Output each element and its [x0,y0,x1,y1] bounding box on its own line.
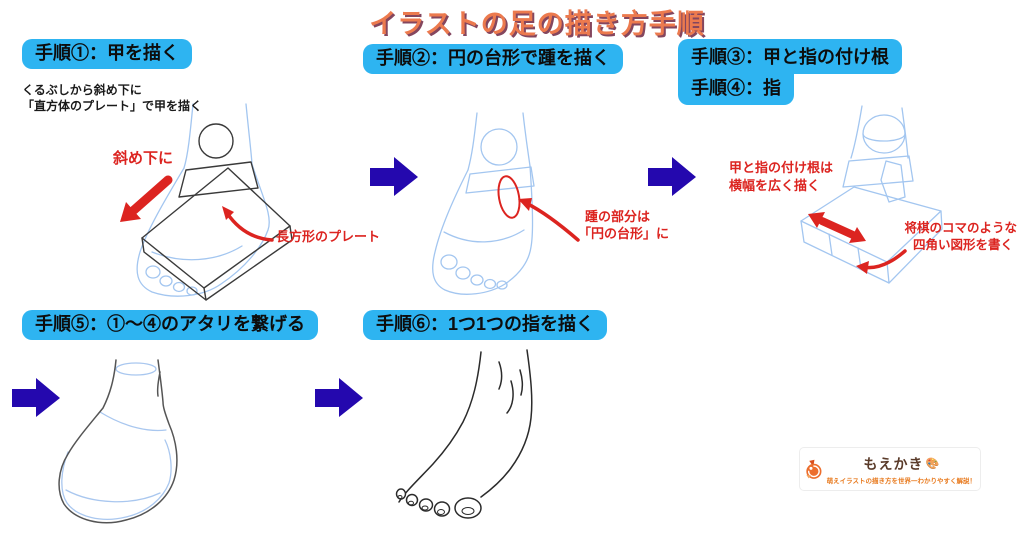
step4-header-line: 手順④：指 [678,74,794,105]
logo-brand-text: もえかき [863,455,924,472]
logo-text-block: もえかき 🎨 萌えイラストの描き方を世界一わかりやすく解説！ [827,454,976,485]
site-logo: もえかき 🎨 萌えイラストの描き方を世界一わかりやすく解説！ [799,447,981,491]
step34-annotation-shogi-line2: 四角い図形を書く [912,238,1013,252]
step1-note-line2: 「直方体のプレート」で甲を描く [22,99,203,113]
page-title: イラストの足の描き方手順 [369,9,705,39]
step2-annotation-heel-line1: 踵の部分は [585,209,651,224]
step3-4-header: 手順③：甲と指の付け根 手順④：指 [678,39,902,105]
step34-annotation-shogi-line1: 将棋のコマのような [904,221,1017,235]
palette-icon: 🎨 [925,458,940,470]
step6-header: 手順⑥：1つ1つの指を描く [363,310,608,340]
foot-sketch-step6 [395,349,533,519]
step5-header: 手順⑤：①～④のアタリを繋げる [22,310,318,340]
step2-annotation-heel-line2: 「円の台形」に [578,226,670,241]
step34-annotation-width-line1: 甲と指の付け根は [729,160,834,175]
step34-annotation-width-line2: 横幅を広く描く [729,178,821,193]
logo-tagline: 萌えイラストの描き方を世界一わかりやすく解説！ [826,477,976,485]
foot-sketch-step34 [800,105,943,284]
step3-header-line: 手順③：甲と指の付け根 [678,39,902,74]
flow-arrows [12,157,696,417]
flow-arrow-3 [12,378,60,417]
step1-note-line1: くるぶしから斜め下に [22,83,142,97]
flow-arrow-4 [315,378,363,417]
foot-sketch-step1 [136,103,293,301]
step1-red-arrows [120,175,274,242]
step2-header: 手順②：円の台形で踵を描く [363,44,623,74]
foot-sketch-step2 [432,112,580,295]
foot-sketch-step5 [58,359,178,524]
step1-annotation-diagonal: 斜め下に [113,150,174,167]
heel-highlight-ellipse [497,175,521,219]
flow-arrow-1 [370,157,418,196]
step1-annotation-plate: 長方形のプレート [276,229,381,244]
step1-header: 手順①：甲を描く [22,39,192,69]
flow-arrow-2 [648,157,696,196]
fox-logo-icon [806,459,822,479]
